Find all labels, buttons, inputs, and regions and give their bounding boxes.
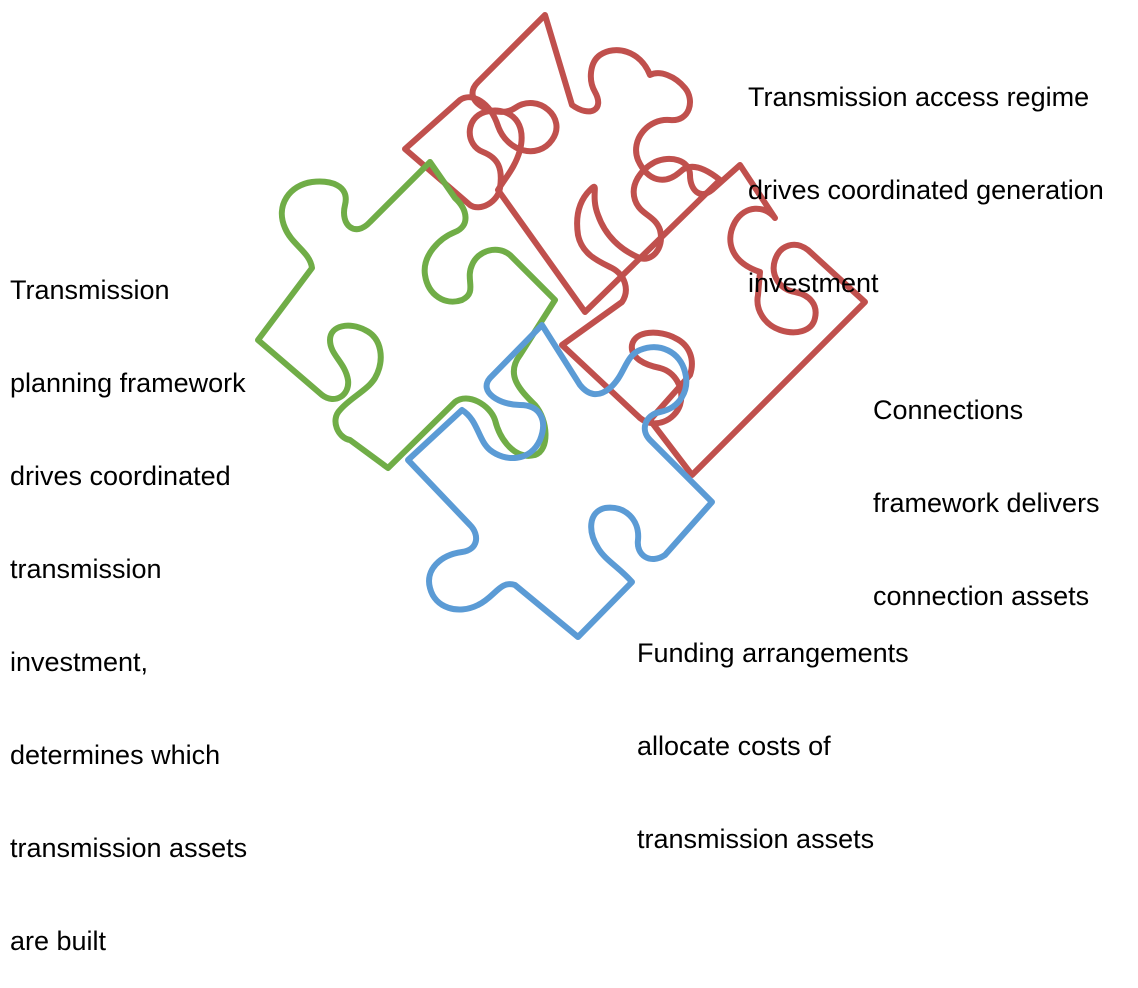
puzzle-piece-access-regime — [402, 12, 723, 315]
label-line: Transmission access regime — [748, 82, 1090, 112]
label-funding-arrangements: Funding arrangements allocate costs of t… — [637, 576, 909, 886]
puzzle-piece-funding — [405, 322, 715, 640]
label-line: investment, — [10, 647, 149, 677]
label-access-regime: Transmission access regime drives coordi… — [748, 20, 1104, 330]
label-line: planning framework — [10, 368, 246, 398]
label-connections-framework: Connections framework delivers connectio… — [873, 333, 1100, 643]
label-line: are built — [10, 926, 107, 956]
label-planning-framework: Transmission planning framework drives c… — [10, 213, 247, 988]
label-line: transmission assets — [637, 824, 875, 854]
label-line: Connections — [873, 395, 1024, 425]
label-line: investment — [748, 268, 879, 298]
label-line: allocate costs of — [637, 731, 831, 761]
label-line: connection assets — [873, 581, 1090, 611]
puzzle-diagram — [255, 12, 868, 640]
label-line: transmission assets — [10, 833, 248, 863]
puzzle-piece-planning — [255, 159, 558, 471]
label-line: drives coordinated generation — [748, 175, 1104, 205]
label-line: transmission — [10, 554, 162, 584]
label-line: framework delivers — [873, 488, 1100, 518]
label-line: drives coordinated — [10, 461, 231, 491]
label-line: Transmission — [10, 275, 170, 305]
label-line: Funding arrangements — [637, 638, 909, 668]
label-line: determines which — [10, 740, 221, 770]
